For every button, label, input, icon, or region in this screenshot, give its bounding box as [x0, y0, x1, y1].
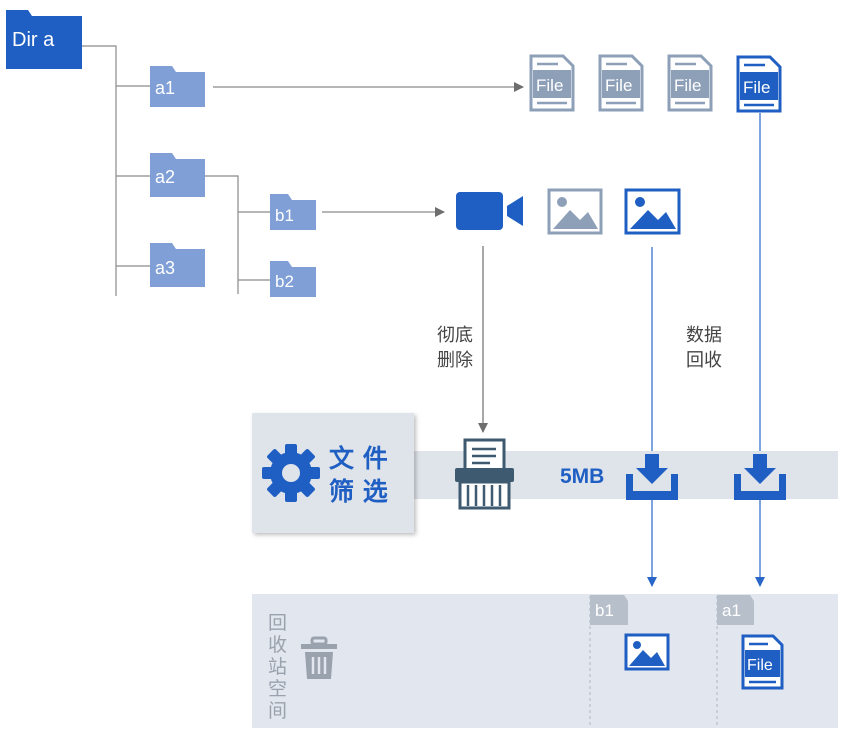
folder-a3-label: a3	[155, 258, 175, 278]
folder-icon-root[interactable]: Dir a	[6, 10, 82, 69]
recycle-slot-a1-label: a1	[722, 601, 741, 620]
folder-icon-a2[interactable]: a2	[150, 153, 205, 197]
video-icon[interactable]	[456, 192, 523, 230]
folder-b2-label: b2	[275, 272, 294, 291]
file-icon-2[interactable]: File	[598, 54, 644, 112]
delete-label-line1: 彻底	[437, 325, 473, 346]
image-icon-2-selected[interactable]	[624, 188, 681, 235]
delete-label-line2: 删除	[437, 350, 473, 371]
trash-icon[interactable]	[301, 636, 337, 679]
file-icon-3[interactable]: File	[667, 54, 713, 112]
recycle-title-char-2: 收	[268, 634, 287, 656]
folder-icon-b1[interactable]: b1	[270, 194, 316, 230]
root-folder-label: Dir a	[12, 29, 55, 51]
recover-label-line1: 数据	[686, 325, 722, 346]
recover-label-line2: 回收	[686, 350, 722, 371]
recycle-slot-a1-tab: a1	[717, 595, 754, 625]
file-icon-3-label: File	[674, 76, 701, 95]
folder-a2-label: a2	[155, 167, 175, 187]
recycle-title-char-1: 回	[268, 612, 287, 634]
filter-size-label: 5MB	[560, 465, 604, 488]
recycle-title-char-3: 站	[268, 656, 287, 678]
tree-connectors	[82, 45, 270, 296]
file-icon-1[interactable]: File	[529, 54, 575, 112]
filter-label-line1: 文 件	[329, 444, 388, 473]
filter-label-line2: 筛 选	[329, 477, 388, 506]
recycle-slot-b1-tab: b1	[590, 595, 628, 625]
filter-box[interactable]: 文 件 筛 选	[252, 413, 414, 533]
recycle-slot-b1-label: b1	[595, 601, 614, 620]
image-icon-1[interactable]	[547, 188, 603, 235]
folder-icon-b2[interactable]: b2	[270, 261, 316, 297]
recovered-file-icon[interactable]: File	[741, 634, 784, 690]
recycle-title-char-5: 间	[268, 700, 287, 722]
folder-icon-a1[interactable]: a1	[150, 66, 205, 107]
shredder-icon[interactable]	[455, 438, 514, 510]
download-icon-2[interactable]	[734, 454, 786, 500]
file-icon-4-label: File	[743, 78, 770, 97]
folder-b1-label: b1	[275, 206, 294, 225]
file-icon-2-label: File	[605, 76, 632, 95]
folder-icon-a3[interactable]: a3	[150, 243, 205, 287]
folder-a1-label: a1	[155, 78, 175, 98]
download-icon-1[interactable]	[626, 454, 678, 500]
file-icon-4-selected[interactable]: File	[736, 55, 782, 113]
recovered-file-label: File	[747, 657, 773, 674]
recovered-image-icon[interactable]	[624, 633, 670, 671]
recycle-title-char-4: 空	[268, 678, 287, 700]
file-icon-1-label: File	[536, 76, 563, 95]
gear-icon	[262, 444, 320, 502]
